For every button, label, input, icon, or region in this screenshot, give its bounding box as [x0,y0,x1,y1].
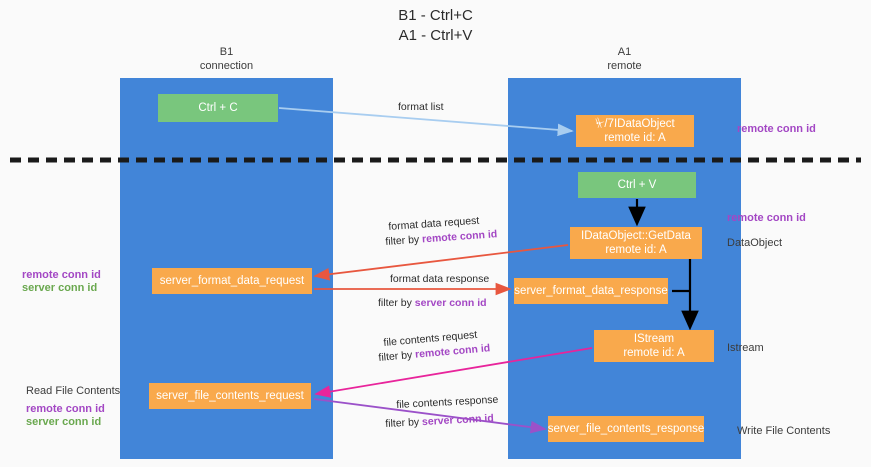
label-remote-conn-id-top: remote conn id [737,123,816,135]
arrow-label-format-data-response: format data response [390,273,490,285]
swimlane-header-b1: B1 connection [199,46,254,72]
arrow-label-format-data-response-filter: filter by server conn id [378,297,487,310]
node-istream-sublabel: remote id: A [623,347,685,359]
node-ctrl-c[interactable]: Ctrl + C [158,94,278,122]
node-server-format-data-request-label: server_format_data_request [159,275,305,287]
node-ctrl-v-label: Ctrl + V [617,179,657,191]
node-idataobject-getdata-sublabel: remote id: A [605,244,667,256]
filter-prefix: filter by [378,348,416,364]
node-server-file-contents-request[interactable]: server_file_contents_request [149,383,311,409]
label-left-remote-conn-id-2: remote conn id [26,403,105,415]
label-left-server-conn-id-1: server conn id [22,282,98,294]
node-idataobject-sublabel: remote id: A [604,132,666,144]
label-istream: Istream [727,342,764,354]
filter-prefix: filter by [378,297,415,309]
label-left-remote-conn-id-1: remote conn id [22,269,101,281]
node-server-file-contents-request-label: server_file_contents_request [156,390,304,402]
label-left-server-conn-id-2: server conn id [26,416,102,428]
filter-key: server conn id [414,297,487,309]
arrow-label-file-contents-response: file contents response [396,393,499,411]
arrow-label-file-contents-response-filter: filter by server conn id [385,412,494,431]
label-dataobject: DataObject [727,237,783,249]
diagram-title: B1 - Ctrl+C A1 - Ctrl+V [398,7,473,44]
filter-key: server conn id [421,412,495,429]
label-write-file-contents: Write File Contents [737,425,831,437]
node-istream[interactable]: IStream remote id: A [594,330,714,362]
swimlane-header-a1: A1 remote [607,46,642,72]
node-server-file-contents-response[interactable]: server_file_contents_response [548,416,704,442]
node-server-file-contents-response-label: server_file_contents_response [547,423,705,435]
filter-prefix: filter by [385,233,423,248]
filter-prefix: filter by [385,416,423,430]
node-server-format-data-request[interactable]: server_format_data_request [152,268,312,294]
node-idataobject-getdata[interactable]: IDataObject::GetData remote id: A [570,227,702,259]
node-ctrl-c-label: Ctrl + C [198,102,238,114]
node-idataobject-label: ⏧/7IDataObject [595,118,675,130]
node-idataobject[interactable]: ⏧/7IDataObject remote id: A [576,115,694,147]
node-istream-label: IStream [633,333,675,345]
arrow-label-format-list: format list [398,101,444,113]
label-remote-conn-id-mid: remote conn id [727,212,806,224]
node-idataobject-getdata-label: IDataObject::GetData [581,230,691,242]
node-ctrl-v[interactable]: Ctrl + V [578,172,696,198]
node-server-format-data-response-label: server_format_data_response [514,285,668,297]
node-server-format-data-response[interactable]: server_format_data_response [514,278,668,304]
label-read-file-contents: Read File Contents [26,385,121,397]
